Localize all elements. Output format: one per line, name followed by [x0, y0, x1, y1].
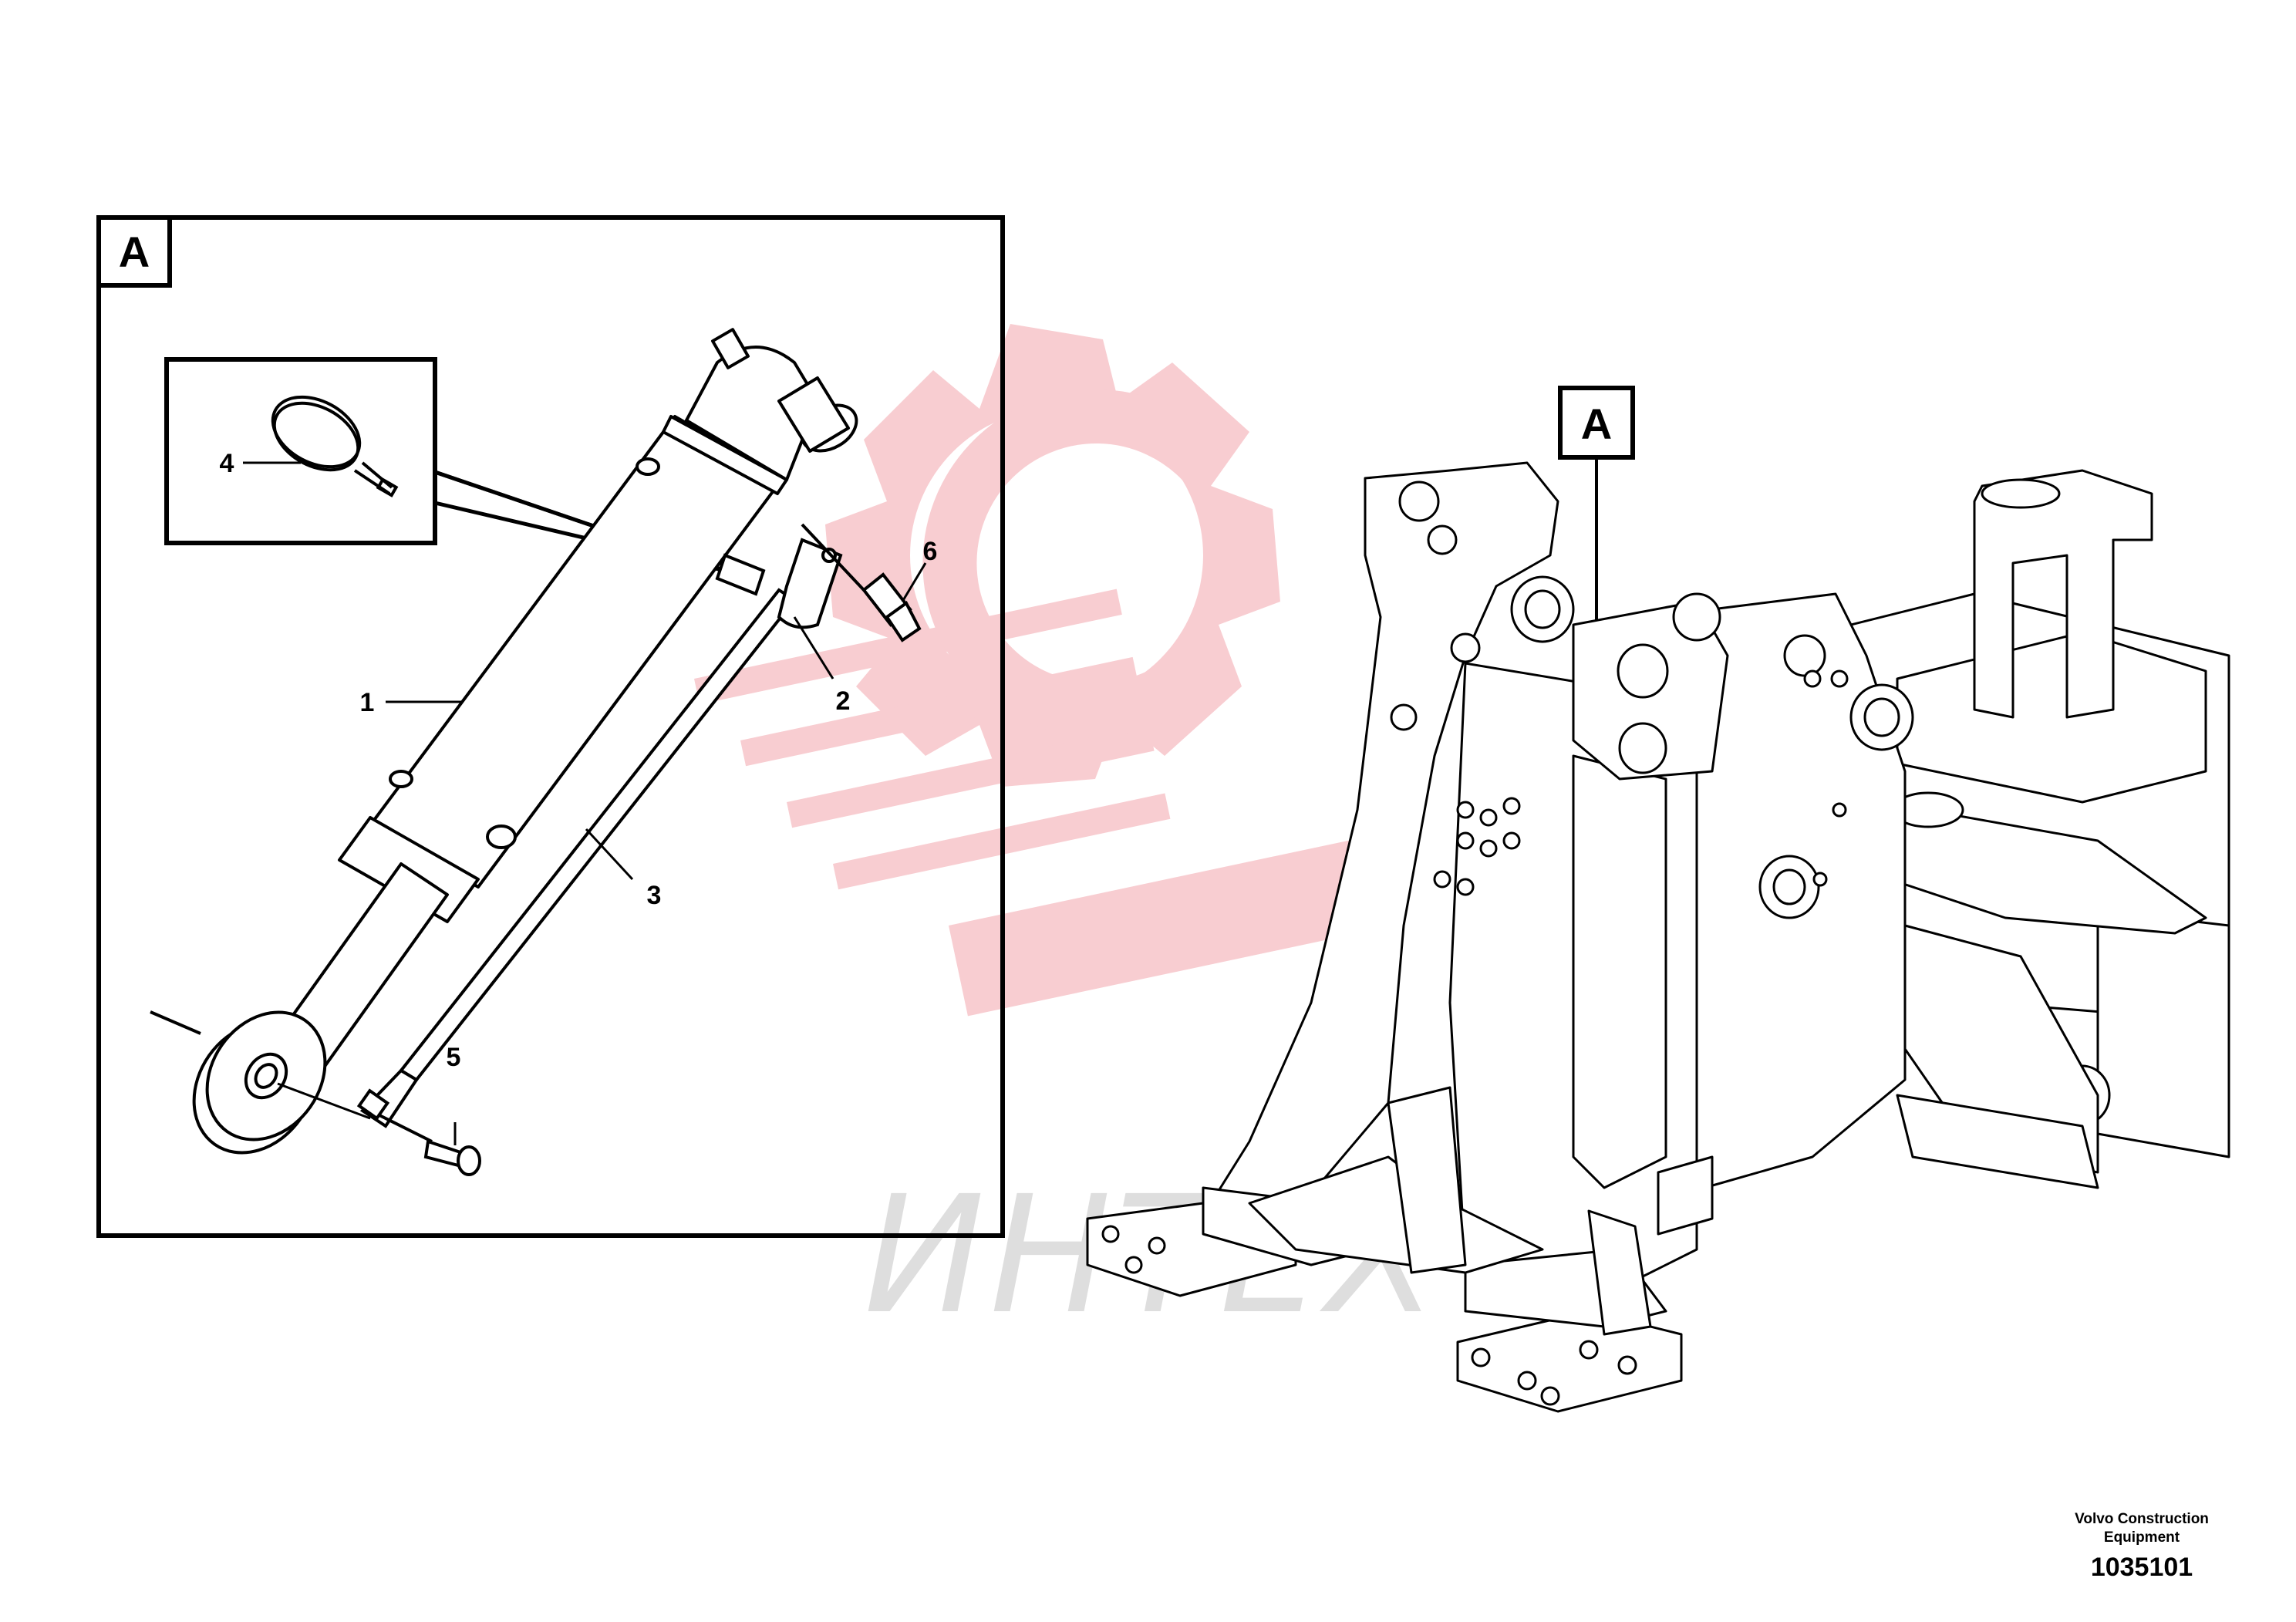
- detail-label: A: [119, 228, 150, 276]
- callout-leaders: [243, 461, 927, 1145]
- screw-part: [377, 1113, 481, 1176]
- callout-1: 1: [360, 688, 375, 717]
- callout-4: 4: [220, 449, 234, 478]
- rod-eye-axis-line-2: [277, 1082, 371, 1120]
- watermark-c-arc: [922, 389, 1223, 737]
- hose-clamp-part: [271, 395, 399, 497]
- bracket-part: [715, 538, 843, 629]
- main-label: A: [1581, 400, 1612, 448]
- callout-5: 5: [447, 1043, 461, 1072]
- inset-frame: [164, 357, 437, 545]
- detail-frame: [96, 215, 1005, 1238]
- manufacturer-label: Volvo Construction Equipment: [2075, 1511, 2209, 1546]
- main-view: A: [1086, 386, 2230, 1413]
- detail-label-box: [96, 215, 172, 288]
- footer: Volvo Construction Equipment 1035101: [2041, 1510, 2242, 1584]
- fitting-part: [801, 523, 922, 642]
- callout-6: 6: [923, 537, 938, 566]
- callout-3: 3: [647, 881, 662, 910]
- detail-view-a: A: [96, 215, 1005, 1238]
- loader-frame-drawing: [1086, 461, 2230, 1413]
- watermark: ИНТЕХ: [694, 324, 1438, 1350]
- callout-2: 2: [836, 686, 851, 716]
- document-number: 1035101: [2090, 1553, 2193, 1582]
- rod-eye-axis-line: [150, 1010, 201, 1035]
- hydraulic-cylinder-part: [192, 328, 858, 1155]
